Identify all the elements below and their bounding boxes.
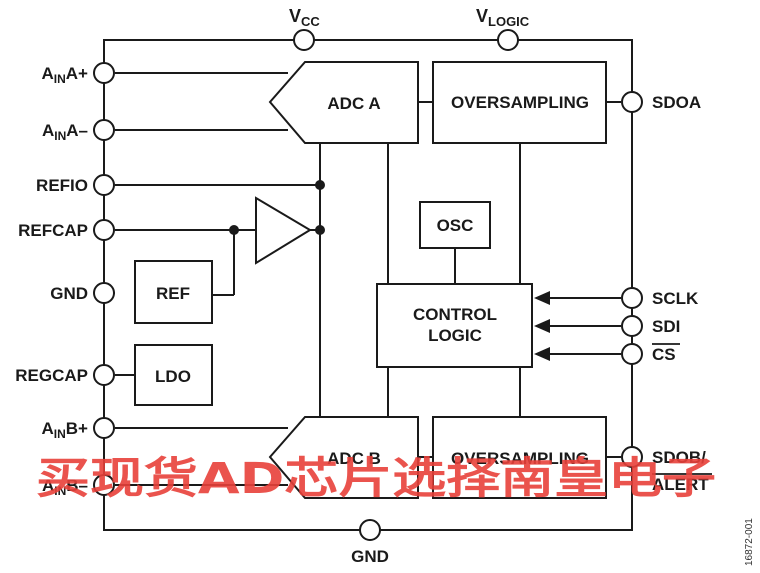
figure-id: 16872-001: [744, 518, 755, 566]
adc-a-block: [268, 61, 419, 144]
pin-refio: [93, 174, 115, 196]
pin-ainam: [93, 119, 115, 141]
pin-ainbm: [93, 474, 115, 496]
label-ainap: AINA+: [42, 64, 89, 86]
ref-buffer: [255, 196, 312, 265]
label-sdob-line1: SDOB/: [652, 448, 706, 467]
adc-b-label: ADC B: [327, 449, 381, 468]
pin-vcc: [293, 29, 315, 51]
label-vcc: VCC: [289, 6, 320, 29]
label-gnd-left: GND: [50, 284, 88, 303]
label-cs: CS: [652, 345, 676, 364]
pin-gnd-bottom: [359, 519, 381, 541]
label-ainbm: AINB–: [42, 476, 88, 498]
pin-regcap: [93, 364, 115, 386]
internal-wiring: [104, 72, 621, 486]
osc-label: OSC: [437, 216, 474, 235]
pin-cs: [621, 343, 643, 365]
label-gnd-bottom: GND: [351, 547, 389, 566]
junction-refio: [315, 180, 325, 190]
label-sdoa: SDOA: [652, 93, 701, 112]
junction-refcap: [229, 225, 239, 235]
watermark-text: 买现货AD芯片选择南皇电子: [36, 454, 716, 504]
label-sclk: SCLK: [652, 289, 699, 308]
pin-sdi: [621, 315, 643, 337]
label-vlogic: VLOGIC: [476, 6, 530, 29]
label-ainam: AINA–: [42, 121, 88, 143]
adc-a-label: ADC A: [327, 94, 380, 113]
ldo-label: LDO: [155, 367, 191, 386]
adc-b-block: [268, 416, 419, 499]
control-label-line2: LOGIC: [428, 326, 482, 345]
junction-buffer-out: [315, 225, 325, 235]
control-logic-block: [376, 283, 533, 368]
pin-gnd-left: [93, 282, 115, 304]
label-refio: REFIO: [36, 176, 88, 195]
sclk-arrow: [534, 291, 550, 305]
pin-vlogic: [497, 29, 519, 51]
oversampling-b-label: OVERSAMPLING: [451, 449, 589, 468]
sdi-arrow: [534, 319, 550, 333]
oversampling-b-block: [432, 416, 607, 499]
ref-label: REF: [156, 284, 190, 303]
label-sdi: SDI: [652, 317, 680, 336]
label-ainbp: AINB+: [42, 419, 89, 441]
ref-block: [134, 260, 213, 324]
osc-block: [419, 201, 491, 249]
ldo-block: [134, 344, 213, 406]
pin-refcap: [93, 219, 115, 241]
cs-arrow: [534, 347, 550, 361]
label-regcap: REGCAP: [15, 366, 88, 385]
pin-ainbp: [93, 417, 115, 439]
pin-sdoa: [621, 91, 643, 113]
label-refcap: REFCAP: [18, 221, 88, 240]
oversampling-a-block: [432, 61, 607, 144]
oversampling-a-label: OVERSAMPLING: [451, 93, 589, 112]
pin-sdob: [621, 446, 643, 468]
pin-sclk: [621, 287, 643, 309]
control-label-line1: CONTROL: [413, 305, 497, 324]
label-sdob-line2: ALERT: [652, 475, 709, 494]
pin-ainap: [93, 62, 115, 84]
